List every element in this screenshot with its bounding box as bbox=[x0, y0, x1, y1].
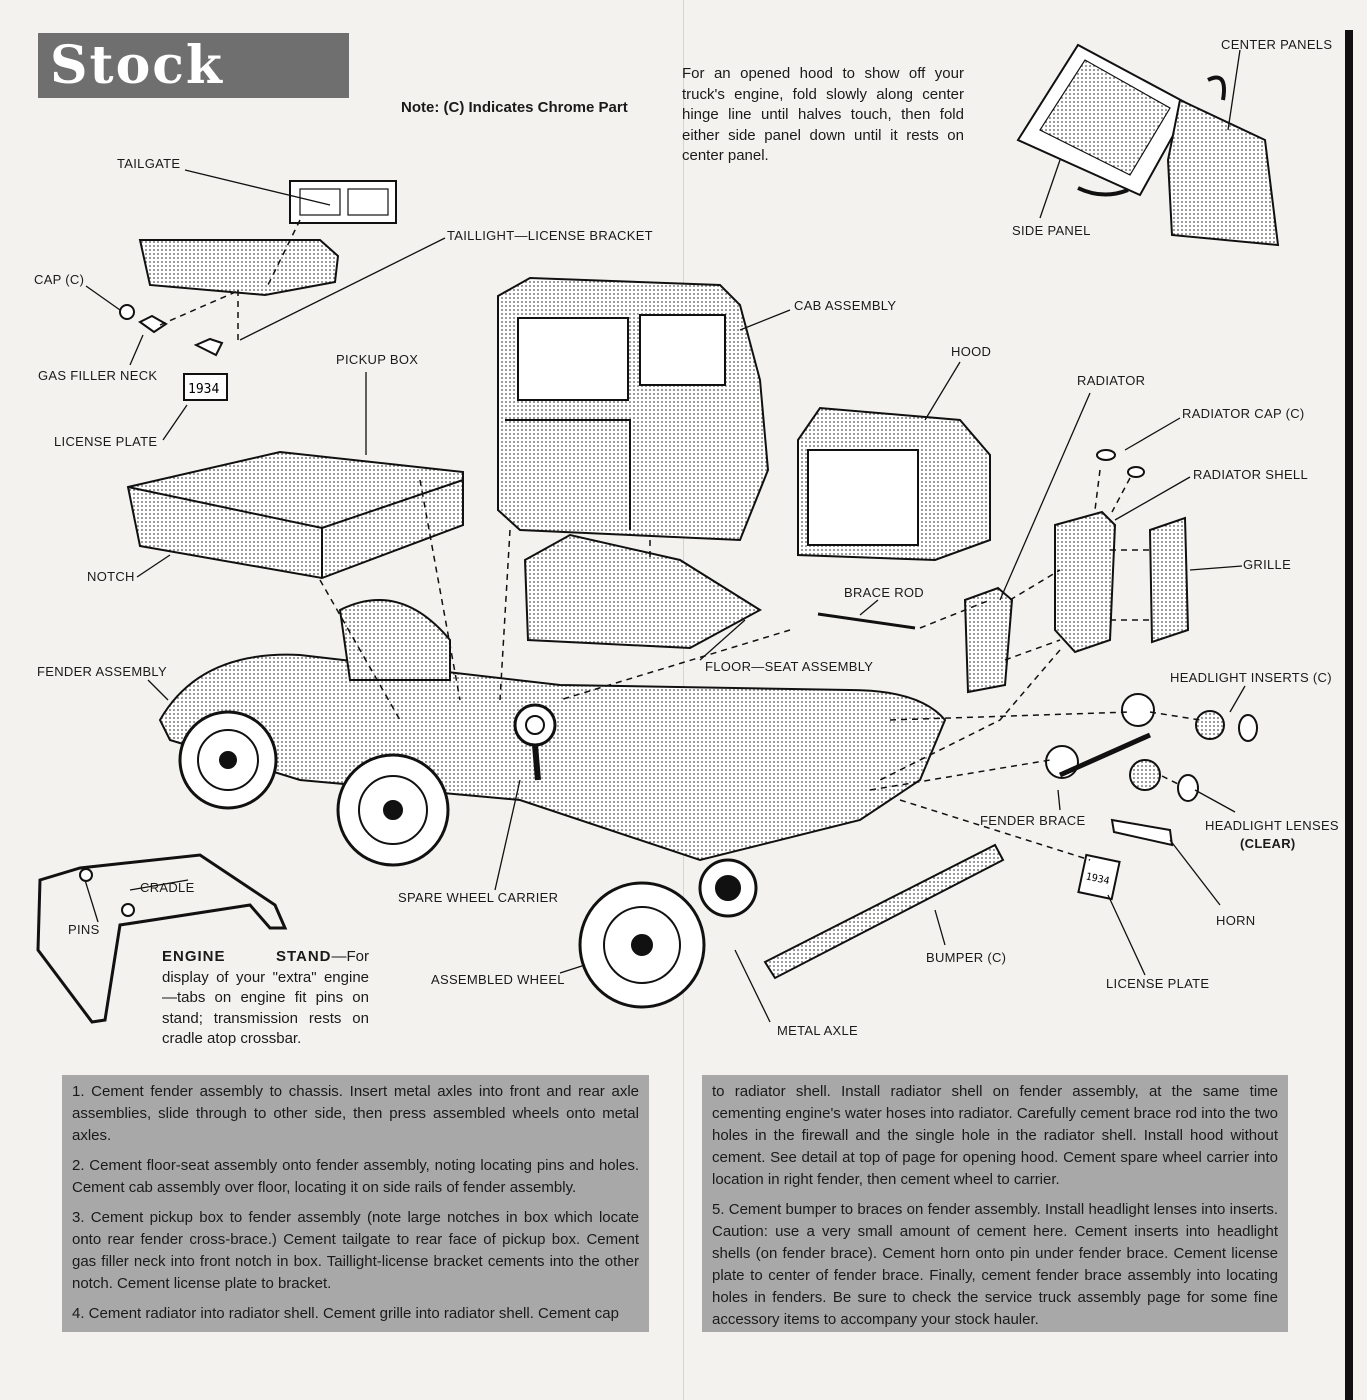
title-band bbox=[38, 33, 349, 98]
label-assembled-wheel: ASSEMBLED WHEEL bbox=[431, 972, 565, 987]
instructions-panel-right: to radiator shell. Install radiator shel… bbox=[702, 1075, 1288, 1332]
hood-instructions: For an opened hood to show off your truc… bbox=[682, 65, 964, 164]
license-plate-left-text: 1934 bbox=[188, 382, 219, 397]
label-cap: CAP (C) bbox=[34, 272, 85, 287]
label-bumper: BUMPER (C) bbox=[926, 950, 1007, 965]
engine-stand-note: ENGINE STAND—For display of your "extra"… bbox=[162, 947, 369, 1050]
label-hood: HOOD bbox=[951, 344, 992, 359]
engine-stand-part bbox=[36, 853, 288, 1024]
label-horn: HORN bbox=[1216, 913, 1256, 928]
step-3: 3. Cement pickup box to fender assembly … bbox=[72, 1209, 639, 1292]
step-4-part-1: 4. Cement radiator into radiator shell. … bbox=[72, 1305, 619, 1322]
pickup-box-part bbox=[126, 450, 464, 580]
step-1: 1. Cement fender assembly to chassis. In… bbox=[72, 1083, 639, 1144]
label-pins: PINS bbox=[68, 922, 100, 937]
label-license-plate-left: LICENSE PLATE bbox=[54, 434, 158, 449]
label-headlight-lenses: HEADLIGHT LENSES bbox=[1205, 818, 1339, 833]
label-fender-brace: FENDER BRACE bbox=[980, 813, 1086, 828]
label-tailgate: TAILGATE bbox=[117, 156, 181, 171]
step-5: 5. Cement bumper to braces on fender ass… bbox=[712, 1201, 1278, 1328]
rear-wheel-part bbox=[178, 710, 278, 810]
exploded-diagram: 1934 1934 bbox=[36, 43, 1280, 1024]
label-clear: (CLEAR) bbox=[1240, 836, 1296, 851]
label-center-panels: CENTER PANELS bbox=[1221, 37, 1333, 52]
license-plate-left-part bbox=[183, 373, 228, 401]
front-left-wheel-part bbox=[336, 753, 450, 867]
label-radiator-shell: RADIATOR SHELL bbox=[1193, 467, 1308, 482]
instructions-panel-left: 1. Cement fender assembly to chassis. In… bbox=[62, 1075, 649, 1332]
label-spare-wheel-carrier: SPARE WHEEL CARRIER bbox=[398, 890, 559, 905]
engine-stand-heading: ENGINE STAND bbox=[162, 948, 332, 965]
floor-seat-part bbox=[523, 533, 762, 650]
page-title: Stock bbox=[50, 35, 224, 96]
fender-assembly-part bbox=[158, 653, 947, 862]
step-2: 2. Cement floor-seat assembly onto fende… bbox=[72, 1157, 639, 1196]
hood-detail-illustration bbox=[1016, 43, 1280, 247]
bumper-part bbox=[763, 843, 1005, 980]
label-gas-filler-neck: GAS FILLER NECK bbox=[38, 368, 158, 383]
rear-bed-part bbox=[138, 239, 340, 297]
label-metal-axle: METAL AXLE bbox=[777, 1023, 859, 1038]
assembled-wheel-part bbox=[578, 881, 706, 1009]
grille-part bbox=[1148, 516, 1190, 644]
radiator-shell-part bbox=[1054, 510, 1117, 654]
fender-brace-part bbox=[1058, 732, 1152, 778]
label-brace-rod: BRACE ROD bbox=[844, 585, 924, 600]
label-taillight-bracket: TAILLIGHT—LICENSE BRACKET bbox=[447, 228, 653, 243]
label-headlight-inserts: HEADLIGHT INSERTS (C) bbox=[1170, 670, 1332, 685]
label-floor-seat: FLOOR—SEAT ASSEMBLY bbox=[705, 659, 874, 674]
label-grille: GRILLE bbox=[1243, 557, 1292, 572]
label-notch: NOTCH bbox=[87, 569, 135, 584]
label-radiator: RADIATOR bbox=[1077, 373, 1146, 388]
page-edge-bar bbox=[1345, 30, 1353, 1400]
label-cradle: CRADLE bbox=[140, 880, 195, 895]
label-pickup-box: PICKUP BOX bbox=[336, 352, 419, 367]
step-4-part-2: to radiator shell. Install radiator shel… bbox=[712, 1083, 1278, 1188]
engine-stand-text: —For display of your "extra" engine—tabs… bbox=[162, 948, 369, 1047]
tailgate-part bbox=[289, 180, 397, 224]
label-radiator-cap: RADIATOR CAP (C) bbox=[1182, 406, 1305, 421]
label-cab-assembly: CAB ASSEMBLY bbox=[794, 298, 897, 313]
label-side-panel: SIDE PANEL bbox=[1012, 223, 1091, 238]
label-license-plate-right: LICENSE PLATE bbox=[1106, 976, 1210, 991]
license-plate-right-part bbox=[1077, 853, 1121, 901]
license-plate-right-text: 1934 bbox=[1085, 871, 1111, 887]
label-fender-assembly: FENDER ASSEMBLY bbox=[37, 664, 167, 679]
chrome-note: Note: (C) Indicates Chrome Part bbox=[401, 99, 628, 116]
brace-rod-part bbox=[817, 612, 916, 630]
radiator-part bbox=[963, 586, 1014, 694]
